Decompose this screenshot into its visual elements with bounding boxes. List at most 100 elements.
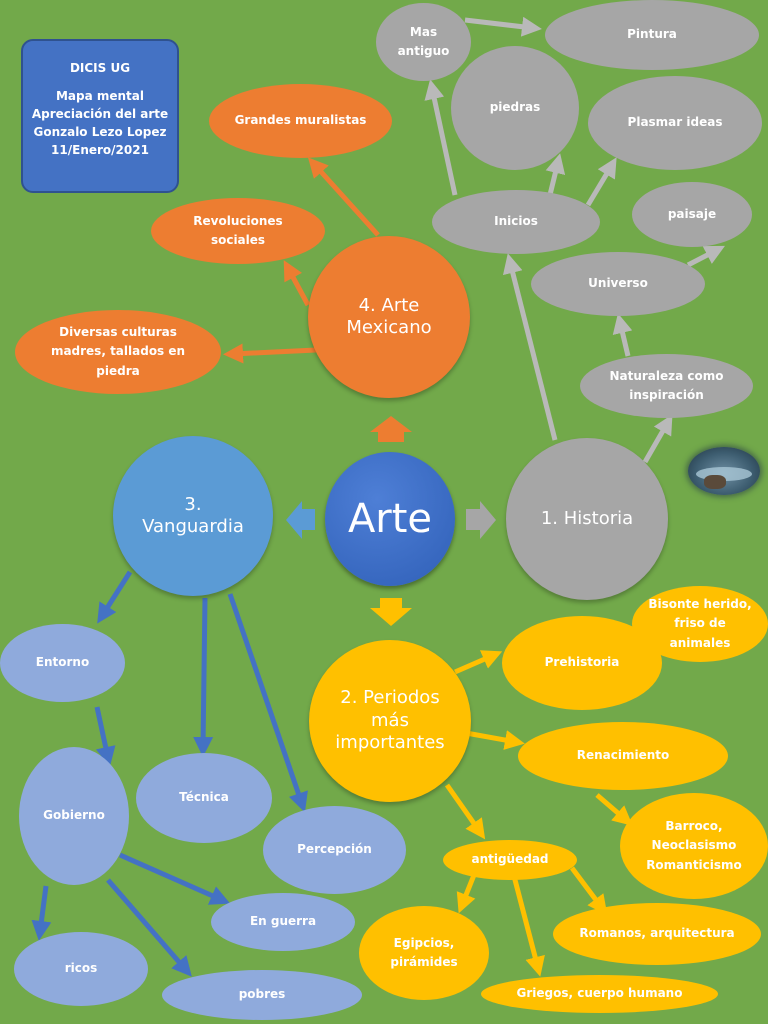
node-revoluciones-label: Revoluciones sociales: [193, 213, 283, 247]
node-griegos-label: Griegos, cuerpo humano: [516, 986, 683, 1001]
node-prehistoria-label: Prehistoria: [544, 655, 620, 670]
arrow-mexicano-revoluciones: [283, 260, 311, 307]
node-en-guerra: En guerra: [211, 893, 355, 951]
node-revoluciones: Revoluciones sociales: [151, 198, 325, 264]
arrow-left-block: [286, 501, 315, 539]
arrow-inicios-plasmar: [585, 157, 617, 207]
arrow-historia-inicios: [503, 253, 558, 441]
node-antiguedad: antigüedad: [443, 840, 577, 880]
node-paisaje-label: paisaje: [667, 206, 717, 221]
node-prehistoria: Prehistoria: [502, 616, 662, 710]
arrow-renacimiento-barroco: [595, 793, 633, 826]
node-percepcion: Percepción: [263, 806, 406, 894]
node-diversas-culturas: Diversas culturas madres, tallados en pi…: [15, 310, 221, 394]
node-piedras-label: piedras: [489, 100, 541, 115]
arrow-historia-naturaleza: [642, 414, 673, 464]
hub-periodos: 2. Periodos más importantes: [309, 640, 471, 802]
arrow-periodos-prehistoria: [454, 650, 503, 675]
title-gap: [23, 77, 177, 87]
node-pobres: pobres: [162, 970, 362, 1020]
node-tecnica: Técnica: [136, 753, 272, 843]
node-romanos-label: Romanos, arquitectura: [579, 926, 735, 941]
arrow-periodos-renacimiento: [465, 730, 525, 750]
hub-vanguardia-label: 3. Vanguardia: [142, 493, 244, 538]
node-griegos: Griegos, cuerpo humano: [481, 975, 718, 1013]
node-paisaje: paisaje: [632, 182, 752, 247]
node-gobierno: Gobierno: [19, 747, 129, 885]
node-egipcios: Egipcios, pirámides: [359, 906, 489, 1000]
node-barroco-label: Barroco, Neoclasismo Romanticismo: [646, 819, 742, 872]
node-plasmar-ideas-label: Plasmar ideas: [627, 115, 723, 130]
node-bisonte: Bisonte herido, friso de animales: [632, 586, 768, 662]
hub-vanguardia: 3. Vanguardia: [113, 436, 273, 596]
node-universo: Universo: [531, 252, 705, 316]
node-grandes-muralistas: Grandes muralistas: [209, 84, 392, 158]
node-tecnica-label: Técnica: [179, 790, 229, 805]
arrow-vanguardia-entorno: [97, 570, 133, 624]
arrow-naturaleza-universo: [612, 313, 633, 357]
node-pobres-label: pobres: [238, 987, 286, 1002]
arrow-inicios-mas-antiguo: [424, 79, 458, 196]
node-piedras: piedras: [451, 46, 579, 170]
arrow-antiguedad-egipcios: [456, 874, 477, 914]
title-box: DICIS UG Mapa mental Apreciación del art…: [21, 39, 179, 193]
node-plasmar-ideas: Plasmar ideas: [588, 76, 762, 170]
arrow-antiguedad-griegos: [511, 875, 545, 977]
arrow-vanguardia-tecnica: [193, 597, 214, 757]
node-gobierno-label: Gobierno: [43, 808, 105, 823]
arrow-vanguardia-percepcion: [227, 593, 308, 813]
arrow-gobierno-ricos: [31, 885, 52, 941]
node-ricos-label: ricos: [64, 961, 98, 976]
center-label: Arte: [347, 496, 433, 542]
arrow-entorno-gobierno: [94, 706, 116, 767]
node-diversas-culturas-label: Diversas culturas madres, tallados en pi…: [50, 325, 186, 378]
node-inicios: Inicios: [432, 190, 600, 254]
title-line-2: Mapa mental: [55, 89, 145, 103]
node-barroco: Barroco, Neoclasismo Romanticismo: [620, 793, 768, 899]
hub-arte-mexicano: 4. Arte Mexicano: [308, 236, 470, 398]
hub-periodos-label: 2. Periodos más importantes: [335, 687, 445, 754]
node-bisonte-label: Bisonte herido, friso de animales: [648, 597, 752, 650]
arrow-universo-paisaje: [686, 245, 725, 268]
arrow-down-block: [370, 598, 412, 626]
node-renacimiento-label: Renacimiento: [576, 748, 670, 763]
node-naturaleza-label: Naturaleza como inspiración: [609, 368, 724, 402]
arrow-antiguedad-romanos: [570, 866, 608, 916]
arrow-gobierno-pobres: [106, 878, 192, 977]
arrow-periodos-antiguedad: [444, 783, 486, 840]
node-universo-label: Universo: [588, 276, 648, 291]
arrow-up-block: [370, 416, 412, 442]
node-romanos: Romanos, arquitectura: [553, 903, 761, 965]
landscape-photo-image: [688, 447, 760, 495]
arrow-mas-antiguo-pintura: [464, 16, 542, 37]
node-mas-antiguo: Mas antiguo: [376, 3, 471, 81]
center-node-arte: Arte: [325, 452, 455, 586]
photo-rock: [704, 475, 726, 489]
node-naturaleza: Naturaleza como inspiración: [580, 354, 753, 418]
node-renacimiento: Renacimiento: [518, 722, 728, 790]
node-entorno: Entorno: [0, 624, 125, 702]
arrow-right-block: [466, 501, 496, 539]
hub-arte-mexicano-label: 4. Arte Mexicano: [346, 294, 432, 339]
node-mas-antiguo-label: Mas antiguo: [397, 24, 450, 58]
node-antiguedad-label: antigüedad: [471, 852, 549, 867]
node-en-guerra-label: En guerra: [249, 914, 317, 929]
title-line-4: Gonzalo Lezo Lopez: [33, 125, 167, 139]
arrow-mexicano-muralistas: [307, 157, 380, 237]
arrow-mexicano-culturas: [223, 343, 317, 364]
arrow-gobierno-enguerra: [118, 852, 231, 905]
hub-historia-label: 1. Historia: [540, 507, 634, 529]
node-pintura-label: Pintura: [627, 27, 677, 42]
node-pintura: Pintura: [545, 0, 759, 70]
title-line-5: 11/Enero/2021: [51, 143, 149, 157]
node-inicios-label: Inicios: [494, 214, 538, 229]
title-line-1: DICIS UG: [69, 61, 131, 75]
node-percepcion-label: Percepción: [297, 842, 372, 857]
node-ricos: ricos: [14, 932, 148, 1006]
hub-historia: 1. Historia: [506, 438, 668, 600]
title-line-3: Apreciación del arte: [31, 107, 169, 121]
node-entorno-label: Entorno: [35, 655, 90, 670]
node-grandes-muralistas-label: Grandes muralistas: [234, 113, 367, 128]
